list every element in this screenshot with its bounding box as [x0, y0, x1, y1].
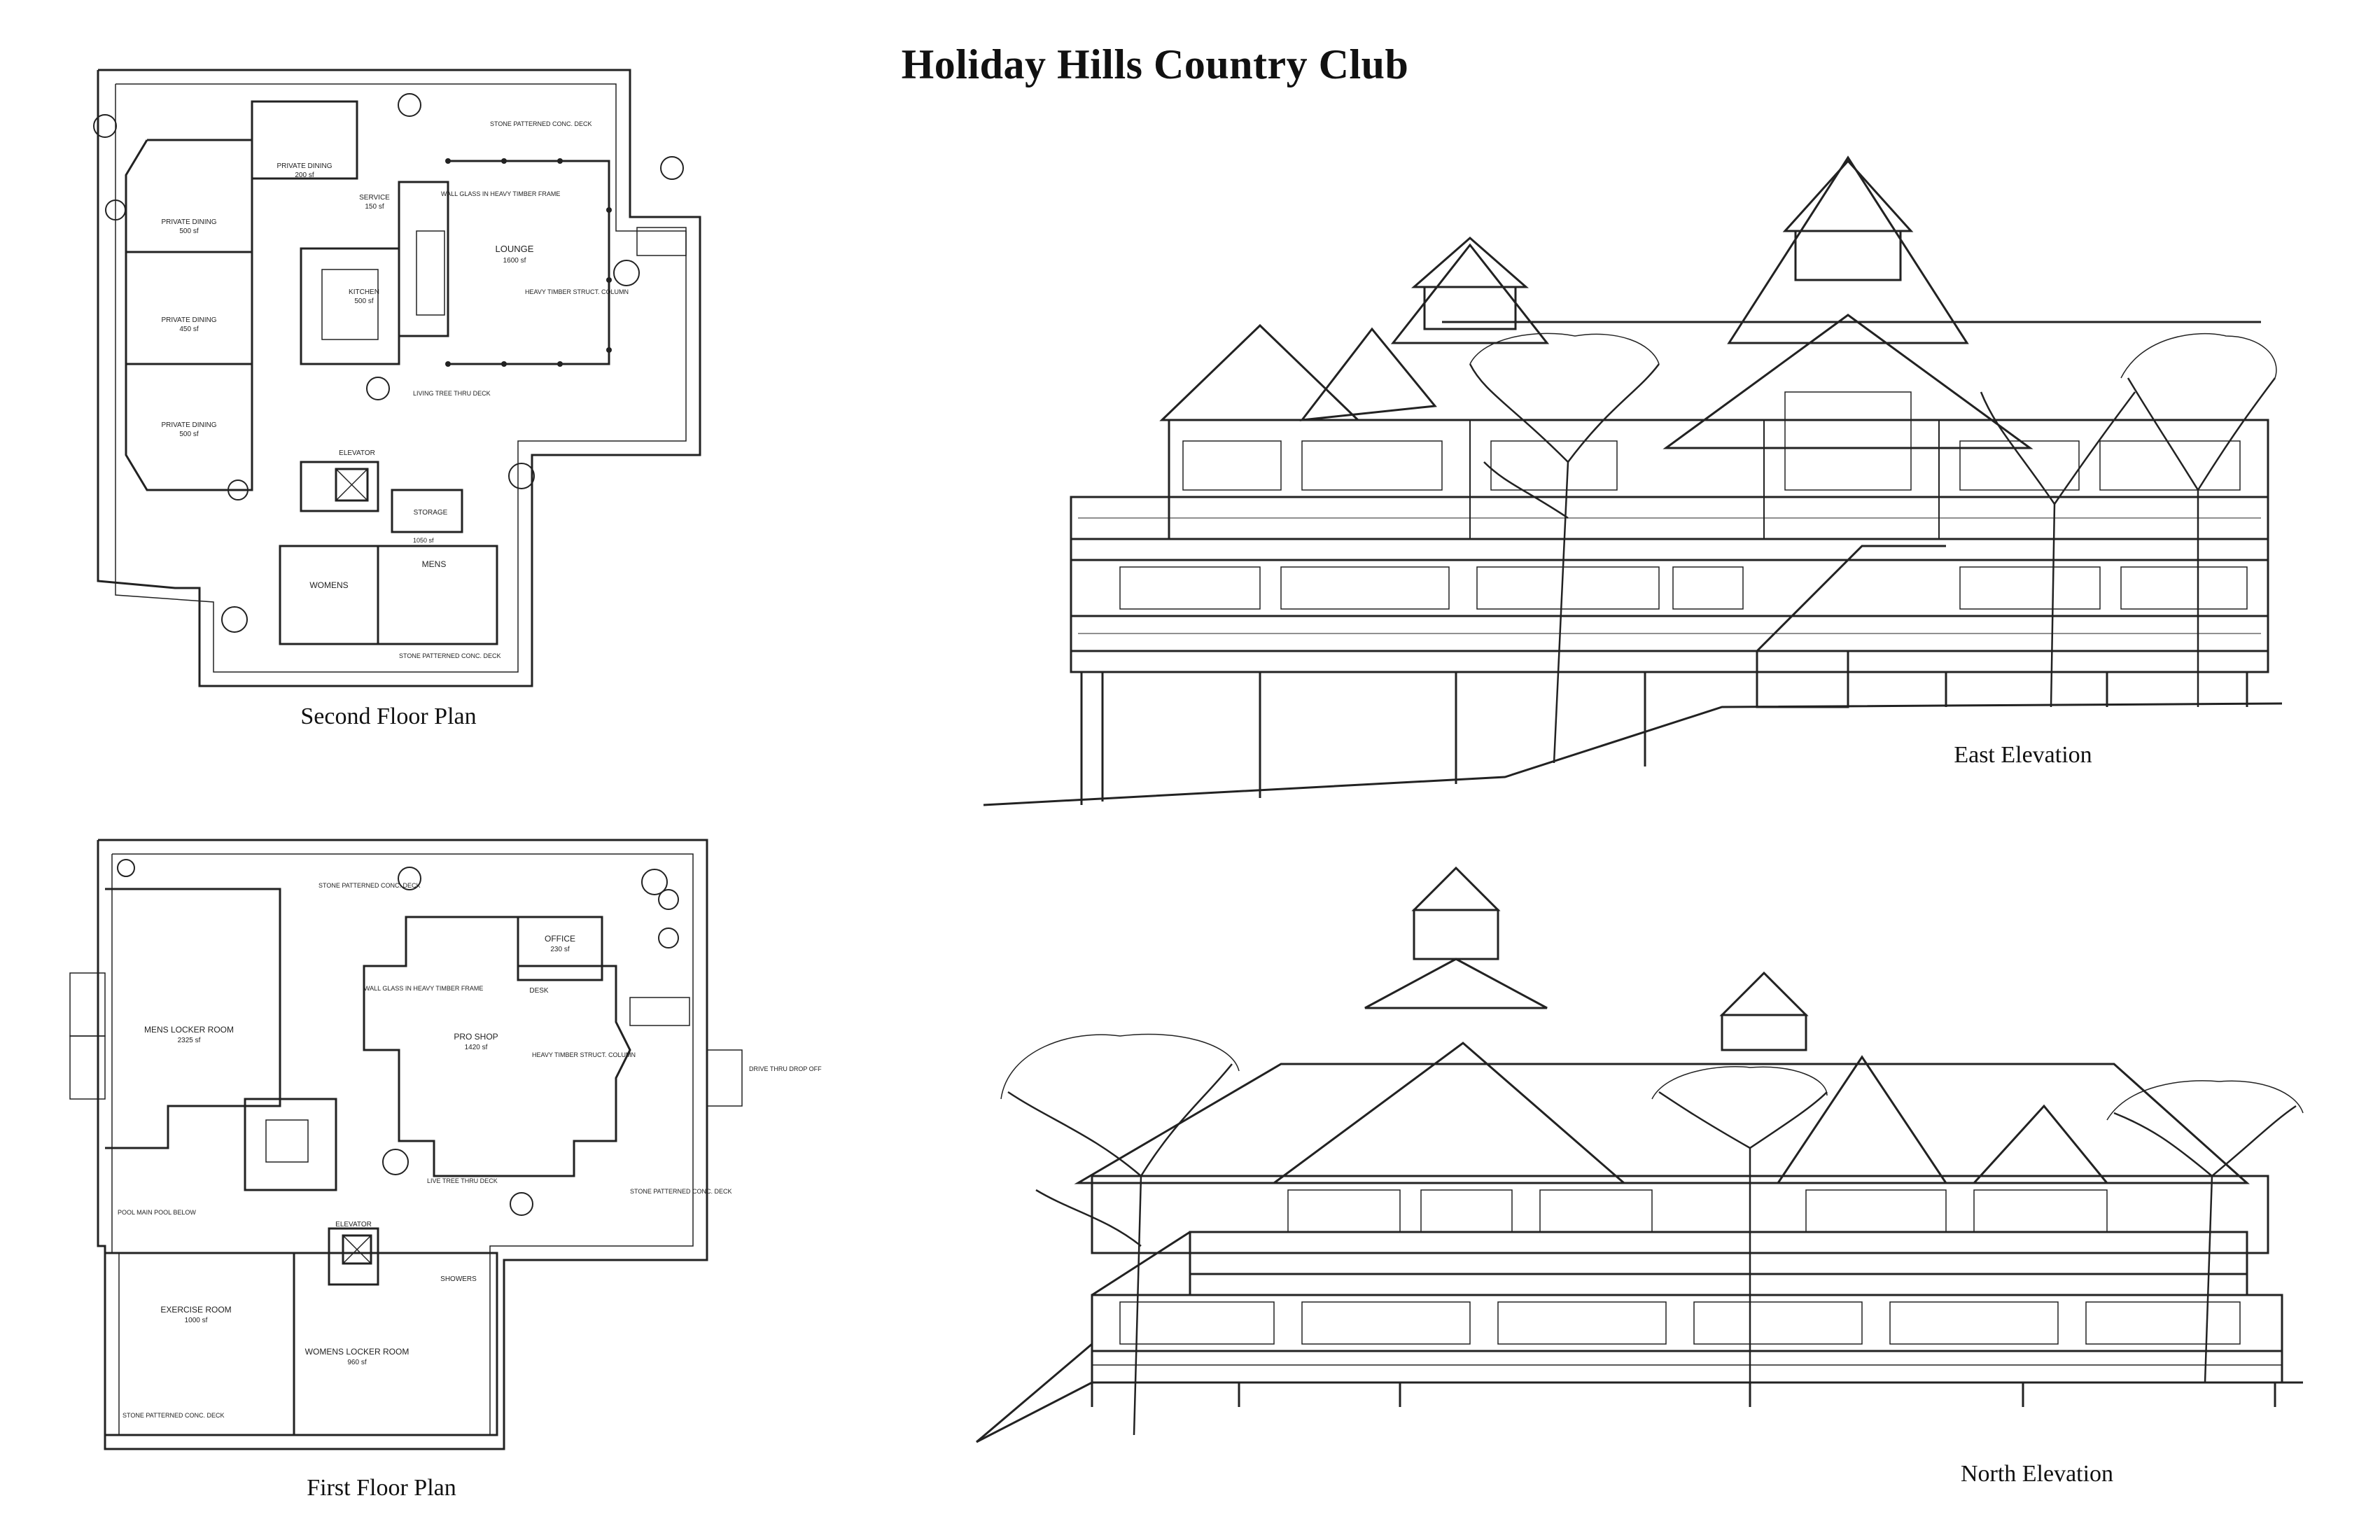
plan-note: STONE PATTERNED CONC. DECK: [490, 120, 592, 127]
sheet-title: Holiday Hills Country Club: [901, 41, 1409, 88]
plan-note: LIVE TREE THRU DECK: [427, 1177, 498, 1184]
east-elevation-caption: East Elevation: [1954, 742, 2092, 768]
room-area: 500 sf: [179, 227, 198, 235]
room-label: WOMENS LOCKER ROOM: [305, 1347, 410, 1357]
plan-note: 1050 sf: [413, 537, 434, 544]
room-label: PRIVATE DINING: [161, 421, 216, 429]
room-label: WOMENS: [309, 580, 348, 590]
plan-note: HEAVY TIMBER STRUCT. COLUMN: [532, 1051, 636, 1058]
plan-note: WALL GLASS IN HEAVY TIMBER FRAME: [364, 985, 483, 992]
plan-note: WALL GLASS IN HEAVY TIMBER FRAME: [441, 190, 560, 197]
plan-note: DRIVE THRU DROP OFF: [749, 1065, 822, 1072]
first-floor-caption: First Floor Plan: [307, 1475, 456, 1501]
room-label: DESK: [529, 987, 549, 995]
room-label: SHOWERS: [440, 1275, 477, 1283]
room-label: STORAGE: [414, 509, 448, 517]
plan-note: LIVING TREE THRU DECK: [413, 390, 491, 397]
room-label: MENS LOCKER ROOM: [144, 1025, 234, 1035]
plan-note: STONE PATTERNED CONC. DECK: [122, 1412, 225, 1419]
room-area: 230 sf: [550, 946, 569, 953]
room-area: 960 sf: [347, 1359, 366, 1366]
room-label: ELEVATOR: [339, 449, 375, 457]
room-label: OFFICE: [545, 934, 575, 944]
room-area: 2325 sf: [178, 1037, 201, 1044]
north-elevation-caption: North Elevation: [1960, 1461, 2114, 1487]
room-label: SERVICE: [359, 194, 390, 202]
room-area: 1600 sf: [503, 257, 526, 265]
room-label: PRIVATE DINING: [161, 316, 216, 324]
room-label: EXERCISE ROOM: [160, 1305, 231, 1315]
room-label: LOUNGE: [496, 244, 534, 254]
room-area: 200 sf: [295, 172, 314, 179]
plan-note: HEAVY TIMBER STRUCT. COLUMN: [525, 288, 629, 295]
room-area: 1420 sf: [465, 1044, 488, 1051]
plan-note: STONE PATTERNED CONC. DECK: [399, 652, 501, 659]
plan-note: POOL MAIN POOL BELOW: [118, 1209, 196, 1216]
room-area: 1000 sf: [185, 1317, 208, 1324]
plan-note: STONE PATTERNED CONC. DECK: [318, 882, 421, 889]
room-label: KITCHEN: [349, 288, 379, 296]
room-area: 150 sf: [365, 203, 384, 211]
room-label: PRIVATE DINING: [161, 218, 216, 226]
plan-note: STONE PATTERNED CONC. DECK: [630, 1188, 732, 1195]
room-label: ELEVATOR: [335, 1221, 372, 1228]
room-label: MENS: [422, 559, 447, 569]
room-area: 450 sf: [179, 326, 198, 333]
room-label: PRIVATE DINING: [276, 162, 332, 170]
room-label: PRO SHOP: [454, 1032, 498, 1042]
room-area: 500 sf: [179, 430, 198, 438]
second-floor-caption: Second Floor Plan: [300, 704, 477, 729]
room-area: 500 sf: [354, 298, 373, 305]
